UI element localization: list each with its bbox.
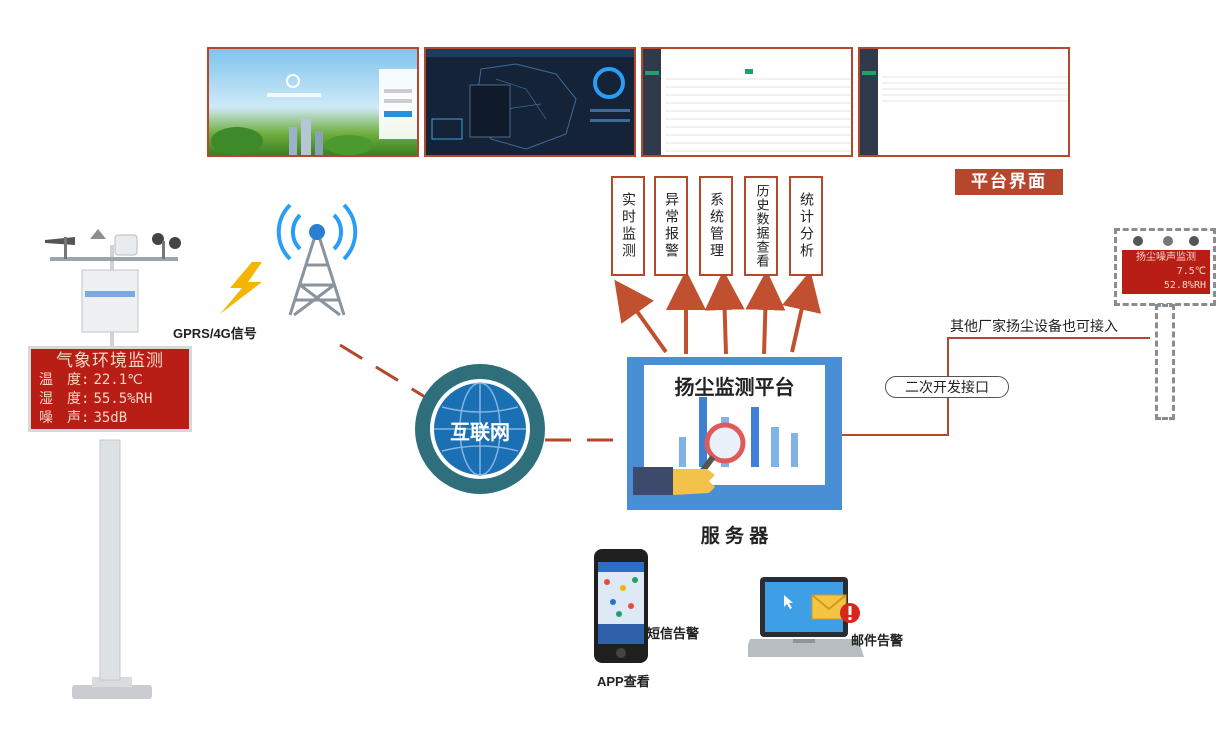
map-pins-icon	[604, 577, 638, 617]
station-led-display: 气象环境监测 温 度: 22.1℃ 湿 度: 55.5%RH 噪 声: 35dB	[28, 346, 192, 432]
email-alert-label: 邮件告警	[851, 633, 904, 648]
signal-label: GPRS/4G信号	[173, 326, 257, 341]
arrow-system	[704, 270, 745, 355]
laptop	[748, 577, 864, 657]
function-history: 历史数据查看	[744, 176, 778, 276]
platform-label: 平台界面	[955, 169, 1063, 195]
function-realtime: 实时监测	[611, 176, 645, 276]
sms-alert-label: 短信告警	[647, 626, 700, 641]
arrow-stats	[782, 270, 822, 353]
platform-thumb-table-1	[641, 47, 853, 157]
other-device-row: 7.5℃	[1176, 266, 1206, 277]
server-panel: 扬尘监测平台	[627, 357, 842, 510]
pole	[99, 439, 121, 681]
station-row-value: 55.5%RH	[93, 391, 153, 407]
station-row-name: 湿 度:	[39, 391, 90, 407]
server-chart-graphic	[633, 397, 798, 495]
server-caption: 服 务 器	[700, 526, 769, 547]
radio-waves-icon	[276, 203, 358, 261]
app-view-label: APP查看	[597, 674, 650, 689]
platform-thumb-table-2	[858, 47, 1070, 157]
pole-base	[72, 685, 152, 699]
other-device-sensors	[1133, 236, 1199, 246]
function-system: 系统管理	[699, 176, 733, 276]
other-device-pole	[1155, 304, 1175, 420]
data-table-graphic	[643, 49, 851, 155]
station-row-name: 噪 声:	[39, 410, 90, 426]
arrow-realtime	[614, 279, 668, 354]
tower-icon	[288, 229, 346, 317]
magnifier-icon	[704, 422, 746, 464]
platform-thumb-login	[207, 47, 419, 157]
smartphone	[594, 549, 648, 663]
sensor-crossbar	[50, 257, 178, 261]
internet-label: 互联网	[450, 422, 510, 444]
other-device-title: 扬尘噪声监测	[1136, 252, 1196, 263]
station-row-value: 22.1℃	[93, 372, 143, 388]
function-alarm: 异常报警	[654, 176, 688, 276]
server-title: 扬尘监测平台	[674, 377, 795, 399]
tower-to-internet-line	[339, 343, 431, 402]
station-row-value: 35dB	[93, 410, 128, 426]
internet-globe	[415, 364, 545, 494]
data-list-graphic	[860, 49, 1068, 155]
secondary-interface-label: 二次开发接口	[885, 376, 1009, 398]
login-screen-graphic	[211, 69, 417, 155]
station-row-humidity: 湿 度: 55.5%RH	[39, 390, 181, 409]
hand-icon	[673, 469, 715, 495]
platform-thumb-map	[424, 47, 636, 157]
other-devices-label: 其他厂家扬尘设备也可接入	[950, 318, 1118, 334]
cursor-icon	[784, 595, 793, 609]
control-box	[81, 269, 139, 333]
anemometer-icon	[152, 233, 164, 245]
globe-icon	[434, 382, 526, 476]
station-row-temperature: 温 度: 22.1℃	[39, 371, 181, 390]
signal-tower	[220, 203, 358, 317]
station-row-name: 温 度:	[39, 372, 90, 388]
wind-vane-icon	[45, 237, 75, 245]
other-device-led: 扬尘噪声监测 7.5℃ 52.8%RH	[1122, 250, 1210, 294]
station-display-title: 气象环境监测	[56, 351, 164, 371]
lightning-icon	[220, 262, 262, 314]
map-dashboard-graphic	[426, 49, 634, 150]
weather-station	[45, 229, 181, 699]
function-stats: 统计分析	[789, 176, 823, 276]
other-device-row: 52.8%RH	[1163, 280, 1206, 291]
station-row-noise: 噪 声: 35dB	[39, 409, 181, 428]
arrow-history	[745, 270, 786, 355]
